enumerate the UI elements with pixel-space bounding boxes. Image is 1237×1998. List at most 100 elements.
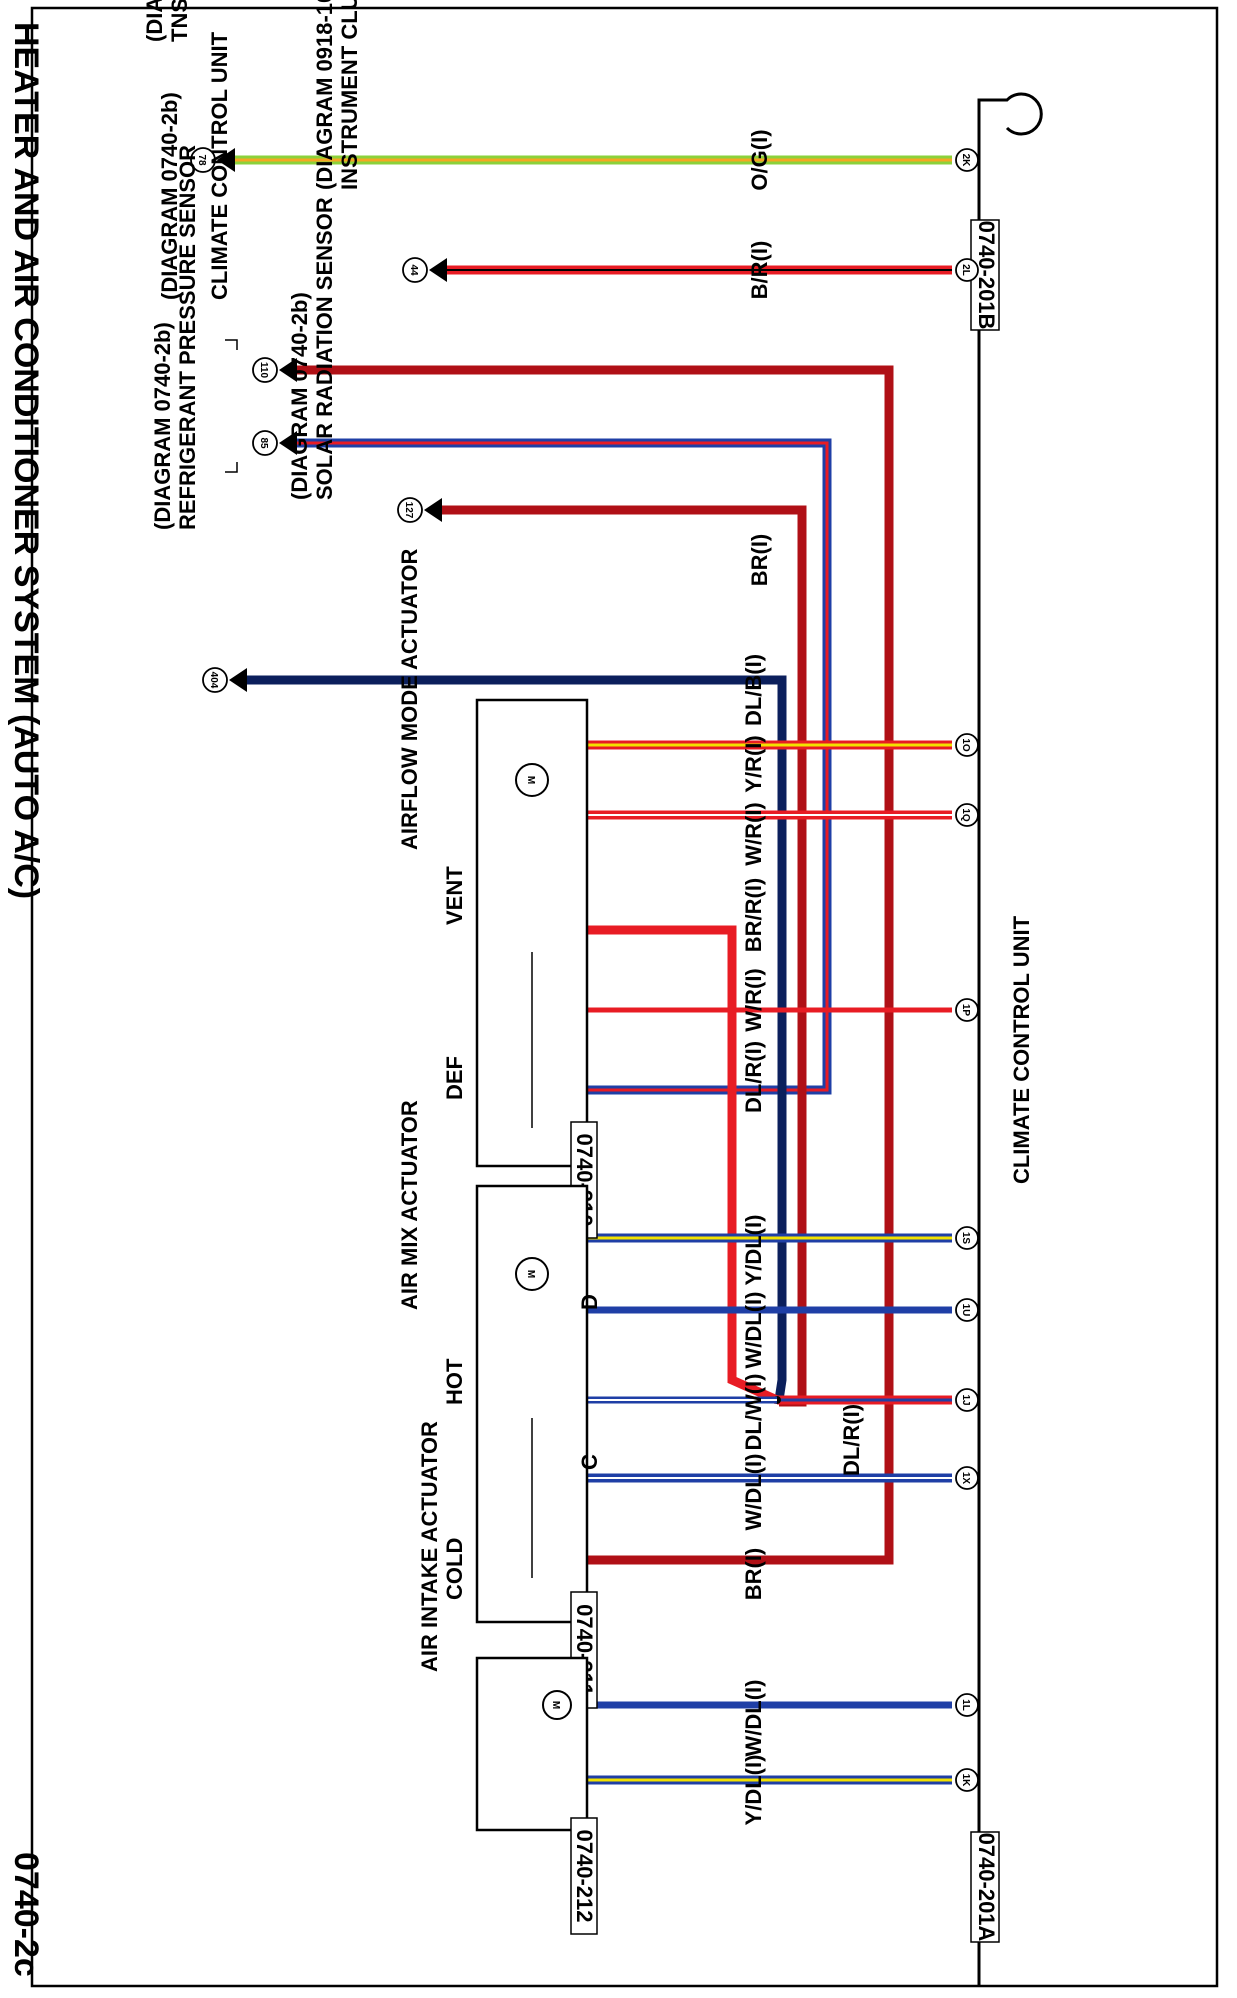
wire-label-wdl-1u: W/DL(I): [741, 1292, 766, 1369]
dest-instrument-cluster-ref: (DIAGRAM 0918-10a): [312, 0, 337, 190]
wire-layer: [235, 155, 952, 1785]
pin-2k-label: 2K: [960, 154, 971, 168]
connector-0740-201a: 0740-201A: [974, 1833, 999, 1942]
pin-1x-label: 1X: [960, 1472, 971, 1485]
airflow-def-label: DEF: [442, 1056, 467, 1100]
wire-label-ydl-1s: Y/DL(I): [741, 1215, 766, 1286]
pin-44: [402, 257, 428, 283]
wire-label-br: B/R(I): [747, 241, 772, 300]
pin-1j-label: 1J: [960, 1394, 971, 1405]
pin-127-label: 127: [403, 502, 414, 519]
diagram-title: HEATER AND AIR CONDITIONER SYSTEM (AUTO …: [7, 22, 45, 899]
pin-1u: [955, 1298, 979, 1322]
airmix-c-label: C: [577, 1454, 602, 1470]
pin-1p: [955, 998, 979, 1022]
airmix-motor-label: M: [525, 1270, 536, 1278]
pin-127: [397, 497, 423, 523]
airflow-vent-label: VENT: [442, 866, 467, 925]
wire-br-climate-110: [297, 365, 894, 1565]
arrow-78: [217, 148, 235, 172]
pin-404: [202, 667, 228, 693]
dest-instrument-cluster: INSTRUMENT CLUSTER: [337, 0, 362, 190]
airmix-cold-label: COLD: [442, 1538, 467, 1600]
intake-motor-icon: [542, 1690, 572, 1720]
pin-78: [190, 147, 216, 173]
wire-label-ydl-1k: Y/DL(I): [741, 1755, 766, 1826]
pin-1l: [955, 1693, 979, 1717]
pin-1o: [955, 733, 979, 757]
pin-1q-label: 1Q: [960, 808, 971, 822]
connector-0740-212: 0740-212: [572, 1830, 597, 1923]
airflow-actuator-box: [475, 698, 589, 1168]
intake-motor-label: M: [550, 1701, 561, 1709]
airmix-d-label: D: [577, 1294, 602, 1310]
pin-78-label: 78: [196, 154, 207, 166]
dest-refrigerant-pressure-sensor-ref: (DIAGRAM 0740-2b): [150, 322, 175, 530]
connector-0740-201b: 0740-201B: [974, 221, 999, 330]
wire-label-yr: Y/R(I): [741, 735, 766, 792]
airmix-motor-icon: [515, 1257, 549, 1291]
airmix-actuator-name: AIR MIX ACTUATOR: [397, 1100, 422, 1310]
intake-actuator-name: AIR INTAKE ACTUATOR: [417, 1421, 442, 1672]
pin-404-label: 404: [208, 672, 219, 689]
pin-1s-label: 1S: [960, 1232, 971, 1245]
pin-85-label: 85: [258, 437, 269, 449]
pin-1x: [955, 1466, 979, 1490]
pin-1p-label: 1P: [960, 1004, 971, 1017]
wire-label-dlw: DL/W(I): [741, 1374, 766, 1451]
airflow-actuator-name: AIRFLOW MODE ACTUATOR: [397, 548, 422, 850]
pin-2l-label: 2L: [960, 264, 971, 276]
diagram-border: [30, 6, 1219, 1988]
pin-1u-label: 1U: [960, 1304, 971, 1317]
pin-1j: [955, 1388, 979, 1412]
dest-solar-radiation-sensor: SOLAR RADIATION SENSOR: [312, 197, 337, 500]
dest-tns-relay: TNS RELAY: [167, 0, 192, 42]
pin-1s: [955, 1226, 979, 1250]
pin-110: [252, 357, 278, 383]
climate-group-bracket: [225, 339, 238, 473]
airflow-motor-label: M: [525, 776, 536, 784]
dest-refrigerant-pressure-sensor: REFRIGERANT PRESSURE SENSOR: [175, 145, 200, 530]
wire-brr-airflow: [587, 925, 779, 1405]
pin-2k: [955, 148, 979, 172]
airflow-mode-actuator: M VENT DEF AIRFLOW MODE ACTUATOR 0740-21…: [397, 548, 598, 1239]
arrow-44: [429, 258, 447, 282]
pin-1l-label: 1L: [960, 1699, 971, 1711]
pin-1o-label: 1O: [960, 738, 971, 752]
wire-label-og: O/G(I): [747, 129, 772, 190]
wire-label-wr-2: W/R(I): [741, 968, 766, 1032]
airflow-motor-icon: [515, 763, 549, 797]
pin-44-label: 44: [408, 264, 419, 276]
pin-1k-label: 1K: [960, 1774, 971, 1788]
destination-labels: TNS RELAY (DIAGRAM 0918-10a) INSTRUMENT …: [142, 0, 362, 530]
arrow-404: [229, 668, 247, 692]
connector-0740-212-frame: [570, 1817, 598, 1935]
airmix-hot-label: HOT: [442, 1358, 467, 1405]
climate-control-unit-label: CLIMATE CONTROL UNIT: [1009, 915, 1034, 1184]
page-id: 0740-2c: [7, 1852, 45, 1977]
arrow-85: [279, 431, 297, 455]
ccu-pins: 2K 2L 1O 1Q 1P 1S 1U 1J 1X 1L 1K: [955, 148, 979, 1792]
dest-tns-relay-ref: (DIAGRAM 0918-10a): [142, 0, 167, 42]
wire-label-brr: BR/R(I): [741, 878, 766, 953]
wire-label-br-airmix: BR(I): [741, 1548, 766, 1601]
arrow-127: [424, 498, 442, 522]
pin-1k: [955, 1768, 979, 1792]
destination-pins: 78 44 110 85 127 404: [190, 147, 447, 693]
dest-solar-radiation-sensor-ref: (DIAGRAM 0740-2b): [287, 292, 312, 500]
dest-climate-control-unit-ref: (DIAGRAM 0740-2b): [157, 92, 182, 300]
intake-actuator-box: [475, 1656, 589, 1832]
wire-label-dlb: DL/B(I): [741, 654, 766, 726]
pin-110-label: 110: [258, 362, 269, 379]
arrow-110: [279, 358, 297, 382]
pin-1q: [955, 803, 979, 827]
dest-climate-control-unit: CLIMATE CONTROL UNIT: [207, 31, 232, 300]
splice-label: DL/R(I): [839, 1404, 864, 1476]
connector-0740-201a-frame: [970, 1831, 1000, 1943]
wire-label-wr-1: W/R(I): [741, 802, 766, 866]
wire-label-dlr-airflow: DL/R(I): [741, 1041, 766, 1113]
wire-label-br-solar: BR(I): [747, 534, 772, 587]
air-intake-actuator: M AIR INTAKE ACTUATOR 0740-212: [417, 1421, 598, 1935]
